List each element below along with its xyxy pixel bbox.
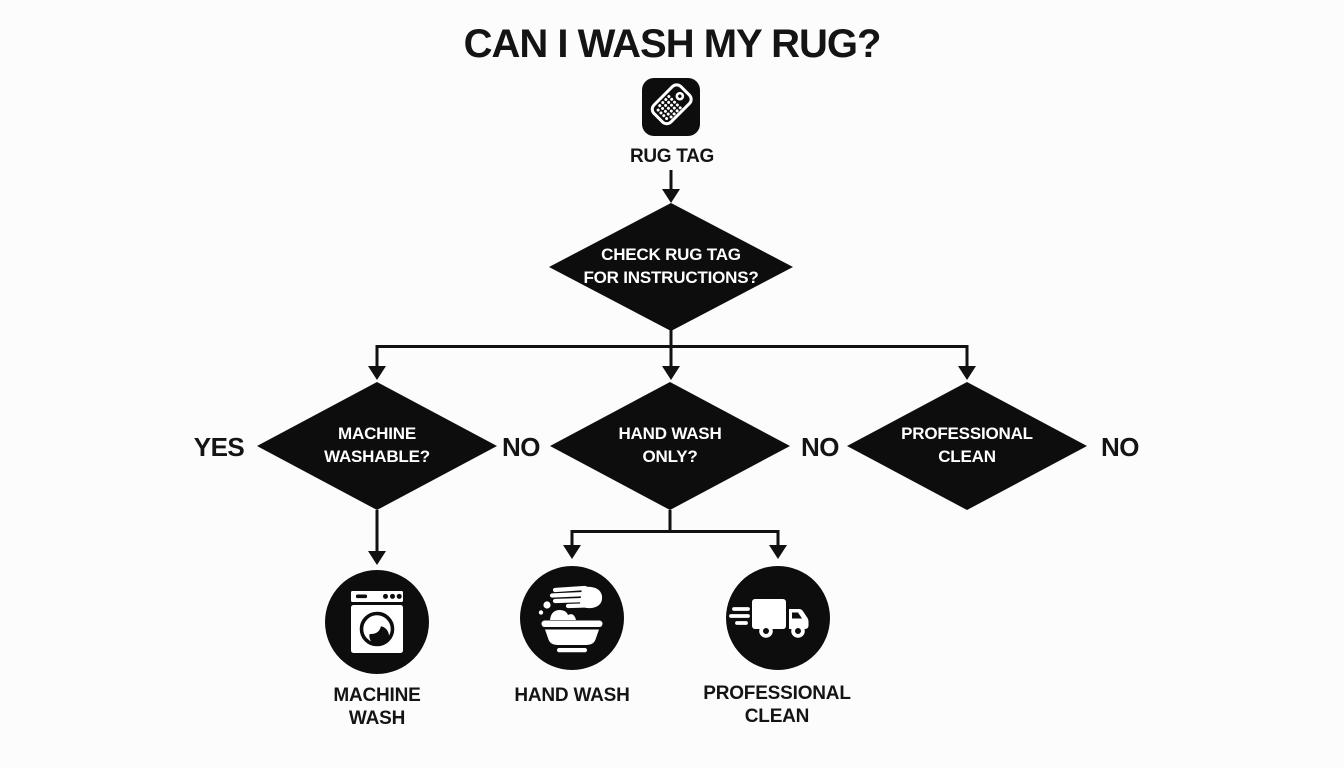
branch-label-yes: YES bbox=[193, 432, 245, 462]
branch-label-no-3: NO bbox=[1101, 432, 1140, 462]
washing-machine-icon bbox=[325, 570, 429, 674]
decision-machine-washable-label: MACHINE WASHABLE? bbox=[324, 424, 430, 466]
delivery-truck-icon-glyph bbox=[729, 599, 809, 638]
washing-machine-icon-glyph bbox=[351, 591, 403, 653]
start-node-label: RUG TAG bbox=[629, 146, 715, 167]
rug-tag-icon bbox=[642, 78, 700, 136]
outcome-label-professional-clean: PROFESSIONAL CLEAN bbox=[703, 683, 851, 728]
decision-professional-clean-label: PROFESSIONAL CLEAN bbox=[901, 424, 1033, 466]
decision-machine-washable: MACHINE WASHABLE? bbox=[257, 382, 497, 510]
branch-label-no-2: NO bbox=[801, 432, 840, 462]
decision-check-rug-tag-label: CHECK RUG TAG FOR INSTRUCTIONS? bbox=[583, 245, 759, 287]
hand-wash-icon-glyph bbox=[538, 585, 603, 653]
decision-check-rug-tag: CHECK RUG TAG FOR INSTRUCTIONS? bbox=[549, 203, 793, 331]
decision-hand-wash-only-label: HAND WASH ONLY? bbox=[618, 424, 722, 466]
page-title: CAN I WASH MY RUG? bbox=[463, 22, 882, 66]
outcome-label-hand-wash: HAND WASH bbox=[514, 685, 630, 706]
hand-wash-icon bbox=[520, 566, 624, 670]
outcome-label-machine-wash: MACHINE WASH bbox=[333, 685, 421, 730]
decision-professional-clean: PROFESSIONAL CLEAN bbox=[847, 382, 1087, 510]
delivery-truck-icon bbox=[726, 566, 830, 670]
rug-tag-icon-glyph bbox=[650, 83, 693, 126]
decision-hand-wash-only: HAND WASH ONLY? bbox=[550, 382, 790, 510]
branch-label-no-1: NO bbox=[502, 432, 541, 462]
